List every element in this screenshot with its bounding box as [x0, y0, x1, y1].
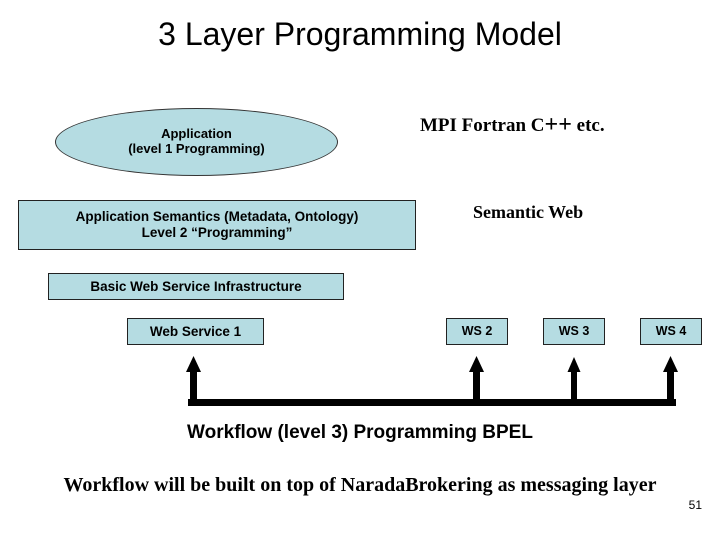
arrow-shaft-1	[190, 368, 197, 402]
workflow-base-bar	[188, 399, 676, 406]
application-ellipse-line2: (level 1 Programming)	[128, 141, 265, 156]
arrow-head-1-icon	[186, 356, 201, 372]
shape-web-service-3-box[interactable]: WS 3	[543, 318, 605, 345]
web-service-2-label: WS 2	[461, 324, 493, 339]
application-semantics-line2: Level 2 “Programming”	[141, 225, 293, 240]
label-semantic-web: Semantic Web	[473, 202, 584, 222]
arrow-head-4-icon	[663, 356, 678, 372]
arrow-shaft-3	[571, 368, 577, 402]
web-service-1-label: Web Service 1	[149, 323, 242, 339]
label-mpi-plusplus: ++	[544, 112, 572, 138]
arrow-head-3-icon	[567, 357, 581, 372]
web-service-3-label: WS 3	[558, 324, 590, 339]
arrow-shaft-2	[473, 368, 480, 402]
caption-naradabrokering: Workflow will be built on top of NaradaB…	[63, 474, 657, 496]
application-ellipse-line1: Application	[161, 126, 232, 142]
page-title: 3 Layer Programming Model	[158, 16, 562, 52]
label-mpi-suffix: etc.	[571, 115, 605, 136]
shape-web-service-2-box[interactable]: WS 2	[446, 318, 508, 345]
arrow-head-2-icon	[469, 356, 484, 372]
shape-basic-web-service-infrastructure-box[interactable]: Basic Web Service Infrastructure	[48, 273, 344, 300]
shape-web-service-1-box[interactable]: Web Service 1	[127, 318, 264, 345]
basic-web-service-label: Basic Web Service Infrastructure	[90, 278, 302, 294]
application-ellipse-text: Application (level 1 Programming)	[128, 126, 265, 157]
application-semantics-text: Application Semantics (Metadata, Ontolog…	[76, 209, 359, 240]
application-semantics-line1: Application Semantics (Metadata, Ontolog…	[75, 209, 359, 225]
shape-application-semantics-box[interactable]: Application Semantics (Metadata, Ontolog…	[18, 200, 416, 250]
label-mpi-fortran-cpp: MPI Fortran C++ etc.	[420, 112, 605, 138]
shape-application-ellipse[interactable]: Application (level 1 Programming)	[55, 108, 338, 176]
shape-web-service-4-box[interactable]: WS 4	[640, 318, 702, 345]
arrow-shaft-4	[667, 368, 674, 402]
label-mpi-prefix: MPI Fortran C	[420, 115, 545, 136]
page-number: 51	[688, 498, 702, 512]
web-service-4-label: WS 4	[655, 324, 687, 339]
caption-workflow-level3: Workflow (level 3) Programming BPEL	[187, 422, 533, 443]
